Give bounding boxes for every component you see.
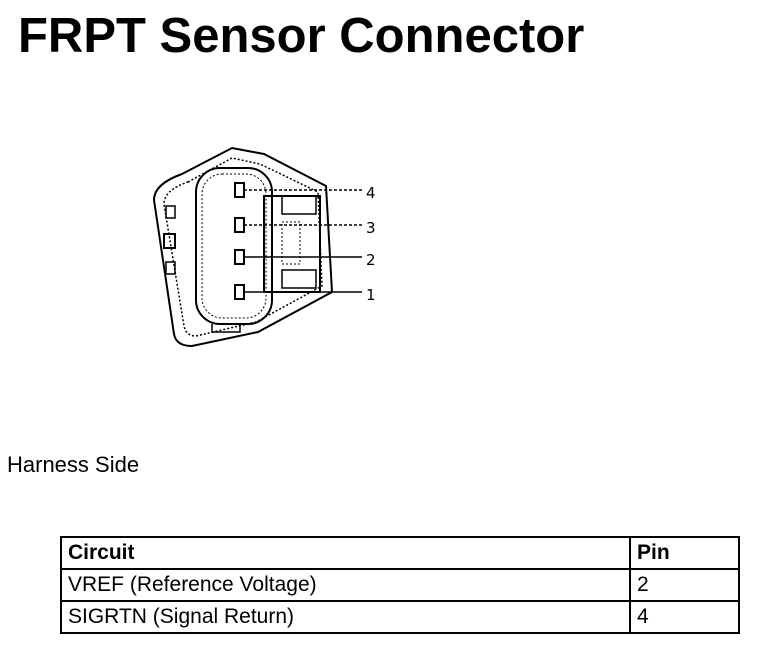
latch-notch xyxy=(211,324,241,333)
table-row: SIGRTN (Signal Return) 4 xyxy=(60,600,740,634)
header-circuit: Circuit xyxy=(60,536,631,570)
connector-housing xyxy=(152,146,334,348)
pin-cavity-1 xyxy=(234,284,245,300)
locking-tab-window xyxy=(281,269,317,289)
pin-cavity-3 xyxy=(234,217,245,233)
pin-table: Circuit Pin VREF (Reference Voltage) 2 S… xyxy=(60,536,740,634)
side-tab xyxy=(163,233,176,249)
pin-label-2: 2 xyxy=(366,251,376,269)
pin-cavity-2 xyxy=(234,249,245,265)
pin-label-3: 3 xyxy=(366,219,376,237)
side-tab xyxy=(165,205,176,219)
cell-circuit: SIGRTN (Signal Return) xyxy=(60,600,631,634)
cell-pin: 2 xyxy=(629,568,740,602)
locking-tab-slot xyxy=(281,221,301,265)
side-tab xyxy=(165,261,176,275)
page-title: FRPT Sensor Connector xyxy=(18,9,585,63)
cell-circuit: VREF (Reference Voltage) xyxy=(60,568,631,602)
pin-label-1: 1 xyxy=(366,286,376,304)
harness-side-caption: Harness Side xyxy=(7,452,140,477)
connector-cavity xyxy=(195,167,273,325)
cell-pin: 4 xyxy=(629,600,740,634)
pin-cavity-4 xyxy=(234,182,245,198)
header-pin: Pin xyxy=(629,536,740,570)
locking-tab-window xyxy=(281,195,317,215)
table-row: VREF (Reference Voltage) 2 xyxy=(60,568,740,602)
table-header-row: Circuit Pin xyxy=(60,536,740,570)
pin-label-4: 4 xyxy=(366,184,376,202)
connector-cavity-inner xyxy=(201,173,267,319)
